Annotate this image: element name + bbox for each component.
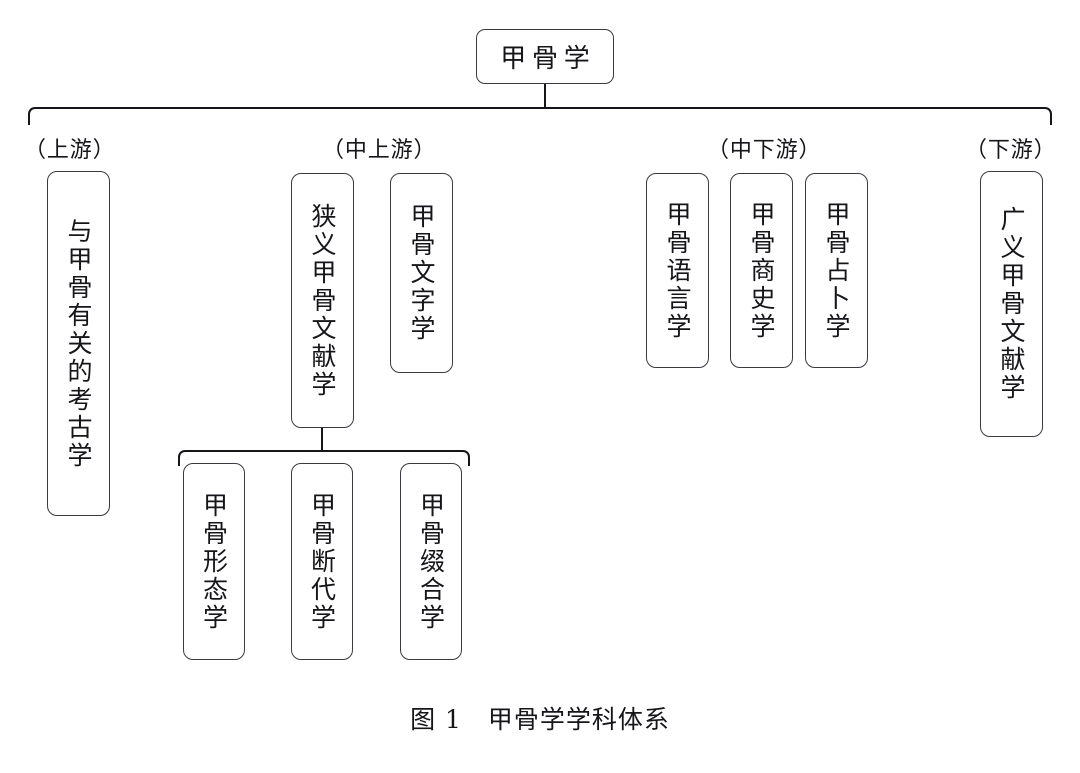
node-oracle-bone-script-studies[interactable]: 甲骨文字学 [390,173,453,373]
tier-label-mid-downstream: （中下游） [707,138,822,163]
tier-label-upstream: （上游） [24,138,116,163]
node-linguistics-label: 甲骨语言学 [663,200,692,341]
node-root-label: 甲骨学 [500,44,596,74]
node-broad-oracle-bone-philology[interactable]: 广义甲骨文献学 [980,171,1043,437]
node-oracle-bone-rejoining[interactable]: 甲骨缀合学 [400,463,462,660]
node-oracle-bone-shang-history[interactable]: 甲骨商史学 [730,173,793,368]
tier-label-downstream: （下游） [965,138,1057,163]
node-oracle-bone-morphology[interactable]: 甲骨形态学 [183,463,245,660]
tier-label-mid-upstream: （中上游） [322,138,437,163]
node-divination-label: 甲骨占卜学 [822,200,851,341]
node-oracle-bone-linguistics[interactable]: 甲骨语言学 [646,173,709,368]
figure-caption: 图 1 甲骨学学科体系 [410,705,670,734]
node-root-oracle-bone-studies[interactable]: 甲骨学 [476,29,614,84]
node-periodization-label: 甲骨断代学 [307,491,337,632]
node-rejoining-label: 甲骨缀合学 [416,491,446,632]
node-broad-philology-label: 广义甲骨文献学 [997,206,1026,402]
node-archaeology-related-to-oracle-bones[interactable]: 与甲骨有关的考古学 [47,171,110,516]
node-shang-history-label: 甲骨商史学 [747,200,776,341]
node-upstream-label: 与甲骨有关的考古学 [64,217,93,470]
sub-bracket-mid-upstream-children [178,450,470,466]
connector-narrow-philology-to-sub-bracket [321,428,324,452]
main-bracket [28,107,1052,125]
connector-root-to-main-bracket [544,84,547,109]
node-oracle-bone-divination[interactable]: 甲骨占卜学 [805,173,868,368]
node-oracle-bone-periodization[interactable]: 甲骨断代学 [291,463,353,660]
node-script-studies-label: 甲骨文字学 [407,203,436,343]
node-narrow-oracle-bone-philology[interactable]: 狭义甲骨文献学 [291,173,354,428]
node-morphology-label: 甲骨形态学 [199,491,229,632]
node-narrow-philology-label: 狭义甲骨文献学 [308,202,337,399]
